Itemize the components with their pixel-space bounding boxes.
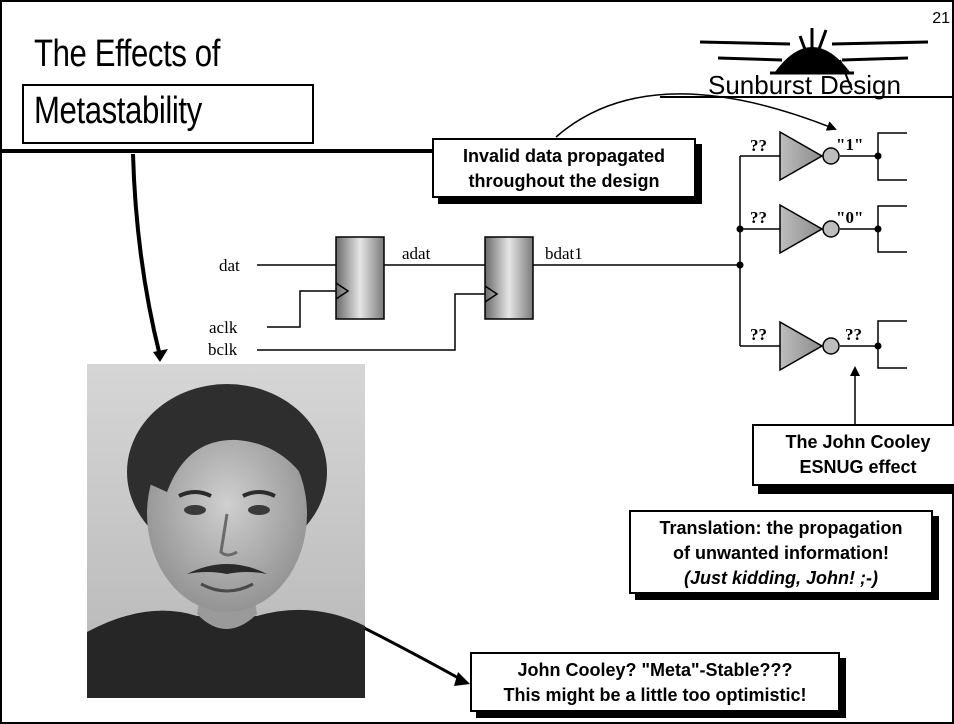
buffer-2 [779,203,840,255]
signal-aclk: aclk [209,318,238,337]
buffer-1-input: ?? [750,136,767,155]
callout-cooley-effect-line-1: The John Cooley [785,432,931,452]
buffer-1-output: "1" [836,135,863,154]
callout-translation-line-1: Translation: the propagation [659,518,903,538]
buffer-3 [779,320,840,372]
buffer-3-input: ?? [750,325,767,344]
callout-meta-stable-line-1: John Cooley? "Meta"-Stable??? [517,660,793,680]
buffer-1 [779,130,840,182]
callout-meta-stable-line-2: This might be a little too optimistic! [503,685,807,705]
logo-text-design: Design [820,70,901,100]
callout-cooley-shadow [758,486,954,494]
buffer-2-output: "0" [836,208,863,227]
title-to-photo-arrow [131,153,162,357]
portrait-illustration [87,364,365,698]
callout-meta-stable: John Cooley? "Meta"-Stable??? This might… [470,652,840,712]
title-to-photo-arrowhead [153,349,168,362]
callout-invalid-data-line-1: Invalid data propagated [462,146,666,166]
callout-invalid-data: Invalid data propagated throughout the d… [432,138,696,198]
callout-translation-line-3: (Just kidding, John! ;-) [684,568,878,588]
logo-text-sunburst: Sunburst [708,70,813,100]
title-line-1: The Effects of [34,33,220,75]
signal-bclk: bclk [208,340,238,359]
title-line-2: Metastability [34,90,202,132]
callout-translation: Translation: the propagation of unwanted… [629,510,933,594]
flip-flop-1 [335,236,385,320]
signal-bdat1: bdat1 [545,244,583,263]
callout-cooley-effect: The John Cooley ESNUG effect [752,424,954,486]
buffer-3-output: ?? [845,325,862,344]
sunburst-logo-icon [660,28,953,98]
signal-dat: dat [219,256,240,275]
flip-flop-2 [484,236,534,320]
title-box [22,84,314,144]
callout-cooley-effect-line-2: ESNUG effect [799,457,917,477]
invalid-data-arrow [555,93,837,138]
callout-invalid-data-line-2: throughout the design [468,171,660,191]
portrait-photo [87,364,365,698]
junction-dots [736,152,882,350]
buffer-2-input: ?? [750,208,767,227]
slide-number: 21 [932,10,950,27]
signal-adat: adat [402,244,431,263]
photo-to-callout-arrowhead [454,672,470,686]
callout-translation-line-2: of unwanted information! [673,543,889,563]
